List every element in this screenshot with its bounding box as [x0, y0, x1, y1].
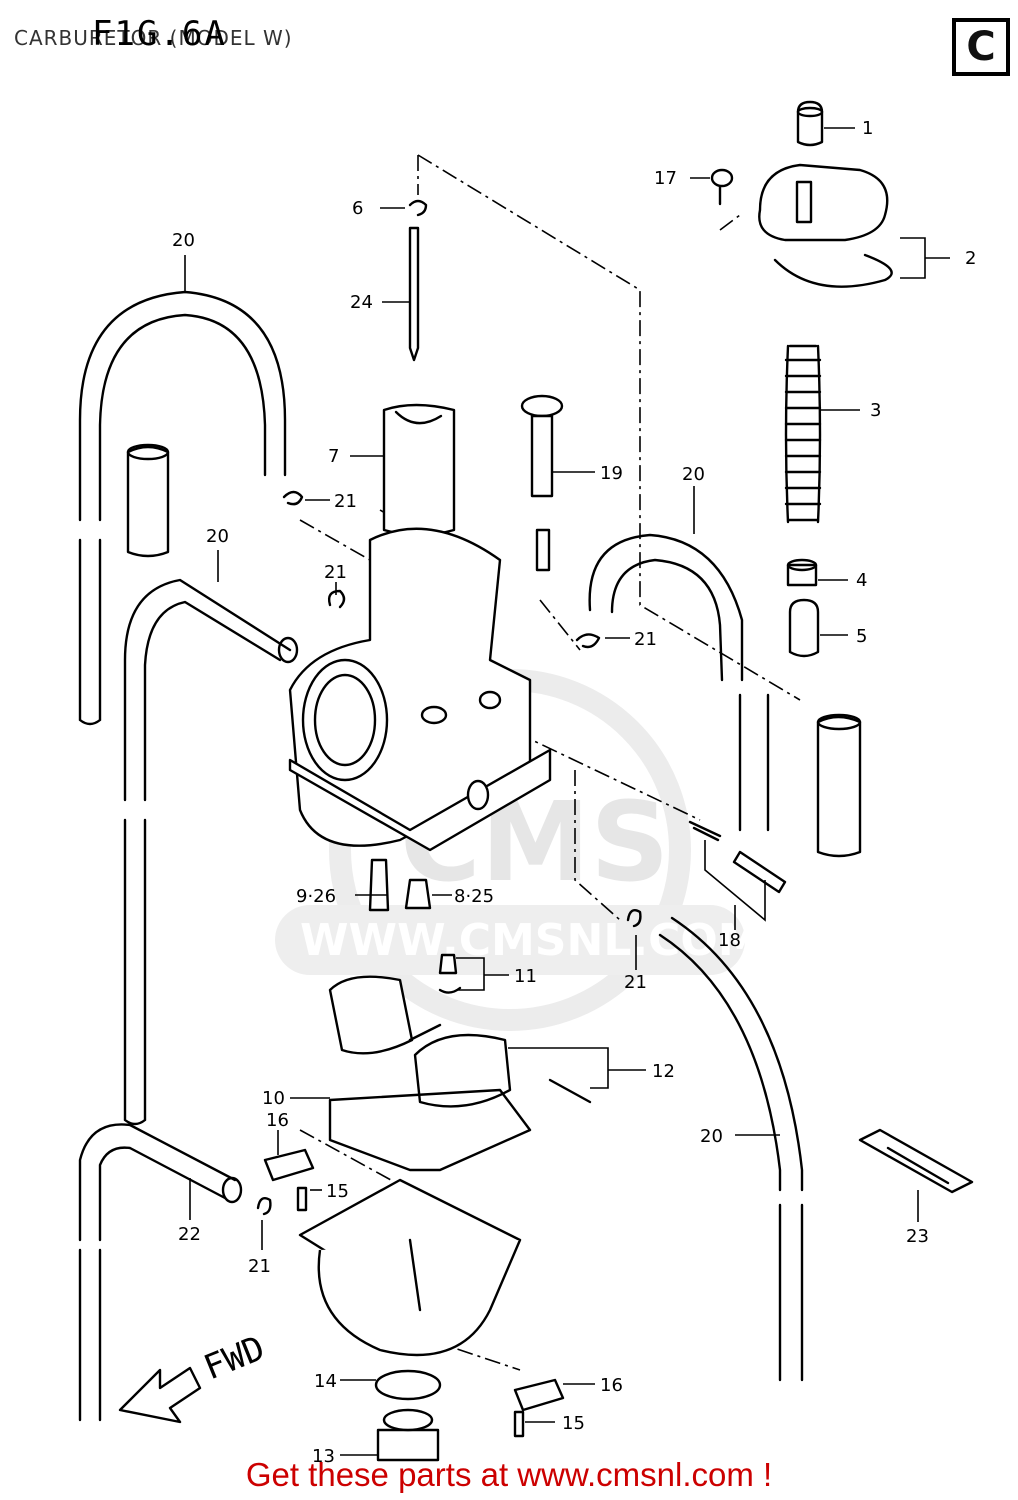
- label-part-16-b: 16: [600, 1375, 623, 1396]
- fwd-arrow: FWD: [118, 1328, 270, 1424]
- part-2-cover: [758, 163, 893, 288]
- part-4-retainer: [786, 558, 818, 587]
- part-20-hose-c: [588, 533, 770, 832]
- label-part-20-a: 20: [172, 230, 195, 251]
- part-12-float: [328, 975, 592, 1108]
- carburetor-body: [288, 527, 552, 852]
- label-part-6: 6: [352, 198, 363, 219]
- part-labels: 1 2 3 4 5 6 7 8·25 9·26 10 11 12 13 14 1…: [172, 118, 976, 1467]
- part-24-needle: [408, 226, 420, 362]
- label-part-20-c: 20: [682, 464, 705, 485]
- part-21-clip-c: [575, 633, 601, 649]
- part-3-spring: [784, 344, 822, 524]
- part-7-throttle-valve: [382, 403, 456, 537]
- float-bowl: [298, 1178, 522, 1357]
- label-part-13: 13: [312, 1446, 335, 1467]
- label-part-12: 12: [652, 1061, 675, 1082]
- watermark-url-pill: [275, 905, 745, 975]
- label-part-3: 3: [870, 400, 881, 421]
- label-part-15-a: 15: [326, 1181, 349, 1202]
- part-6-clip: [408, 199, 428, 217]
- part-19-starter-plunger: [520, 394, 564, 572]
- label-part-10: 10: [262, 1088, 285, 1109]
- watermark-url: WWW.CMSNL.COM: [300, 915, 762, 966]
- hose-caps: [126, 443, 862, 858]
- label-part-4: 4: [856, 570, 867, 591]
- label-part-9: 9·26: [296, 886, 336, 907]
- label-part-23: 23: [906, 1226, 929, 1247]
- label-part-8: 8·25: [454, 886, 494, 907]
- label-part-15-b: 15: [562, 1413, 585, 1434]
- footer-link[interactable]: Get these parts at www.cmsnl.com !: [245, 1456, 773, 1493]
- label-part-20-b: 20: [206, 526, 229, 547]
- part-21-clip-e: [256, 1197, 272, 1216]
- label-part-20-d: 20: [700, 1126, 723, 1147]
- part-17-screw: [710, 168, 734, 206]
- label-part-21-e: 21: [248, 1256, 271, 1277]
- label-part-19: 19: [600, 463, 623, 484]
- part-21-clip-d: [626, 909, 642, 928]
- diagram-title: CARBURETOR (MODEL W): [14, 26, 293, 50]
- figure-number: F1G.6A: [92, 14, 227, 54]
- label-part-24: 24: [350, 292, 373, 313]
- label-part-22: 22: [178, 1224, 201, 1245]
- label-part-21-c: 21: [634, 629, 657, 650]
- part-21-clip-a: [282, 490, 304, 506]
- label-part-21-b: 21: [324, 562, 347, 583]
- label-part-7: 7: [328, 446, 339, 467]
- part-16-plate-b: [513, 1378, 565, 1412]
- label-part-21-a: 21: [334, 491, 357, 512]
- label-part-2: 2: [965, 248, 976, 269]
- label-part-14: 14: [314, 1371, 337, 1392]
- part-20-hose-a: [78, 290, 287, 726]
- fwd-label: FWD: [198, 1328, 270, 1388]
- part-10-gasket: [328, 1088, 532, 1172]
- label-part-21-d: 21: [624, 972, 647, 993]
- leader-lines: [184, 127, 950, 1456]
- label-part-5: 5: [856, 626, 867, 647]
- label-part-1: 1: [862, 118, 873, 139]
- section-badge: C: [952, 18, 1010, 76]
- part-22-hose: [78, 1123, 243, 1422]
- part-13-drain-plug: [376, 1408, 440, 1462]
- part-9-main-jet: [368, 858, 390, 912]
- part-20-hose-d: [658, 916, 804, 1382]
- watermark: CMS WWW.CMSNL.COM: [275, 669, 762, 1031]
- part-23-bracket: [858, 1128, 974, 1194]
- part-18-pilot-screw: [688, 820, 787, 922]
- part-11-float-pin: [438, 953, 462, 994]
- part-21-clip-b: [327, 589, 346, 609]
- part-15-screw-a: [296, 1186, 308, 1212]
- label-part-18: 18: [718, 930, 741, 951]
- part-14-o-ring: [374, 1369, 442, 1401]
- label-part-16-a: 16: [266, 1110, 289, 1131]
- label-part-17: 17: [654, 168, 677, 189]
- part-20-hose-b: [123, 578, 299, 1126]
- part-16-plate-a: [263, 1148, 315, 1182]
- part-8-pilot-jet: [404, 878, 432, 910]
- part-15-screw-b: [513, 1410, 525, 1438]
- part-1-cap: [796, 100, 824, 147]
- label-part-11: 11: [514, 966, 537, 987]
- part-5-slide: [788, 598, 820, 658]
